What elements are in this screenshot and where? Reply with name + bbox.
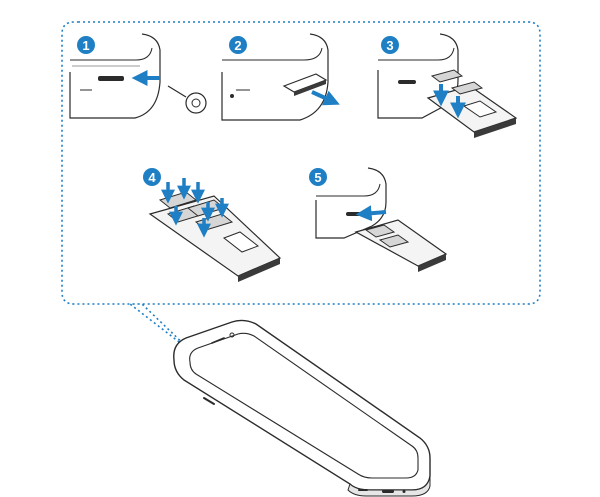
step-number-4: 4: [148, 170, 156, 185]
insert-arrow-icon: [355, 205, 387, 222]
sim-slot: [98, 76, 124, 81]
step-1: 1: [69, 33, 207, 119]
step-3: 3: [377, 33, 518, 138]
usb-port: [382, 490, 394, 493]
front-camera: [229, 332, 235, 338]
step-number-3: 3: [386, 38, 393, 53]
step-number-2: 2: [234, 38, 241, 53]
sim-slot: [203, 397, 215, 405]
step-badge-2: [229, 36, 247, 54]
smartphone-icon: [173, 319, 431, 497]
pull-arrow-icon: [311, 90, 340, 106]
sim-card-icon: [450, 81, 484, 95]
sim-card-icon: [364, 224, 396, 238]
ejection-pin-icon: [167, 85, 207, 114]
step-4: 4: [143, 168, 282, 282]
earpiece: [211, 337, 225, 344]
sim-card-icon: [430, 69, 464, 83]
phone-screen: [189, 332, 419, 479]
step-number-5: 5: [314, 170, 321, 185]
step-2: 2: [221, 33, 340, 121]
step-badge-3: [381, 36, 399, 54]
step-badge-5: [309, 168, 327, 186]
step-badge-4: [143, 168, 161, 186]
sim-card-icon: [378, 234, 410, 248]
step-5: 5: [309, 167, 448, 272]
step-number-1: 1: [82, 38, 89, 53]
step-badge-1: [77, 36, 95, 54]
device-edge: [221, 33, 329, 121]
